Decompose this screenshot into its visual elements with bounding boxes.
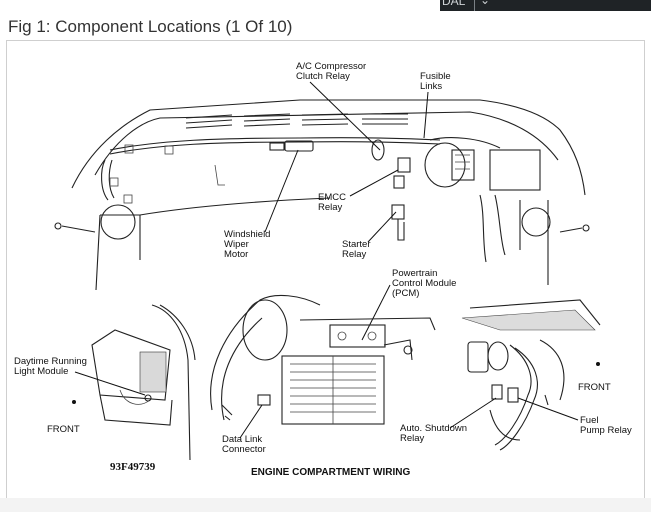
label-starter-line2: Relay bbox=[342, 249, 367, 260]
firewall-drawing bbox=[54, 99, 590, 291]
label-fuel-line1: Fuel bbox=[580, 415, 598, 426]
label-pcm-line2: Control Module bbox=[392, 278, 456, 289]
tab-text: DAL bbox=[442, 0, 466, 8]
pcm-drawing bbox=[210, 294, 436, 425]
label-fuel-line2: Pump Relay bbox=[580, 425, 632, 436]
figure-code: 93F49739 bbox=[110, 461, 156, 473]
label-dlc-line2: Connector bbox=[222, 444, 266, 455]
label-asd-line2: Relay bbox=[400, 433, 425, 444]
label-ac-relay-line2: Clutch Relay bbox=[296, 71, 350, 82]
top-leader-lines bbox=[264, 81, 429, 341]
diagram-frame bbox=[6, 40, 645, 499]
figure-caption: ENGINE COMPARTMENT WIRING bbox=[251, 467, 410, 478]
label-ac-relay-line1: A/C Compressor bbox=[296, 61, 366, 72]
label-front-right: FRONT bbox=[578, 382, 611, 393]
label-starter-line1: Starter bbox=[342, 239, 371, 250]
label-emcc-line2: Relay bbox=[318, 202, 343, 213]
label-drl-line1: Daytime Running bbox=[14, 356, 87, 367]
tab-separator bbox=[474, 0, 475, 11]
label-pcm-line1: Powertrain bbox=[392, 268, 437, 279]
drl-labels: Daytime Running Light Module FRONT bbox=[14, 356, 146, 435]
label-drl-line2: Light Module bbox=[14, 366, 68, 377]
bottom-strip bbox=[0, 498, 651, 512]
label-fusible-line1: Fusible bbox=[420, 71, 451, 82]
label-wiper-line2: Wiper bbox=[224, 239, 249, 250]
top-bar: DAL ⌄ bbox=[0, 0, 651, 12]
label-wiper-line3: Motor bbox=[224, 249, 248, 260]
relay-drawing bbox=[461, 299, 601, 451]
label-wiper-line1: Windshield bbox=[224, 229, 270, 240]
pcm-bottom-labels: Data Link Connector bbox=[222, 404, 266, 455]
page-title: Fig 1: Component Locations (1 Of 10) bbox=[8, 17, 293, 36]
top-labels: A/C Compressor Clutch Relay Fusible Link… bbox=[224, 61, 456, 299]
relay-labels: FRONT Auto. Shutdown Relay Fuel Pump Rel… bbox=[400, 382, 632, 444]
label-dlc-line1: Data Link bbox=[222, 434, 262, 445]
dark-tab[interactable]: DAL ⌄ bbox=[440, 0, 651, 11]
label-fusible-line2: Links bbox=[420, 81, 442, 92]
label-pcm-line3: (PCM) bbox=[392, 288, 419, 299]
drl-drawing bbox=[72, 304, 196, 461]
chevron-down-icon[interactable]: ⌄ bbox=[480, 0, 491, 7]
label-asd-line1: Auto. Shutdown bbox=[400, 423, 467, 434]
label-emcc-line1: EMCC bbox=[318, 192, 346, 203]
label-front-left: FRONT bbox=[47, 424, 80, 435]
